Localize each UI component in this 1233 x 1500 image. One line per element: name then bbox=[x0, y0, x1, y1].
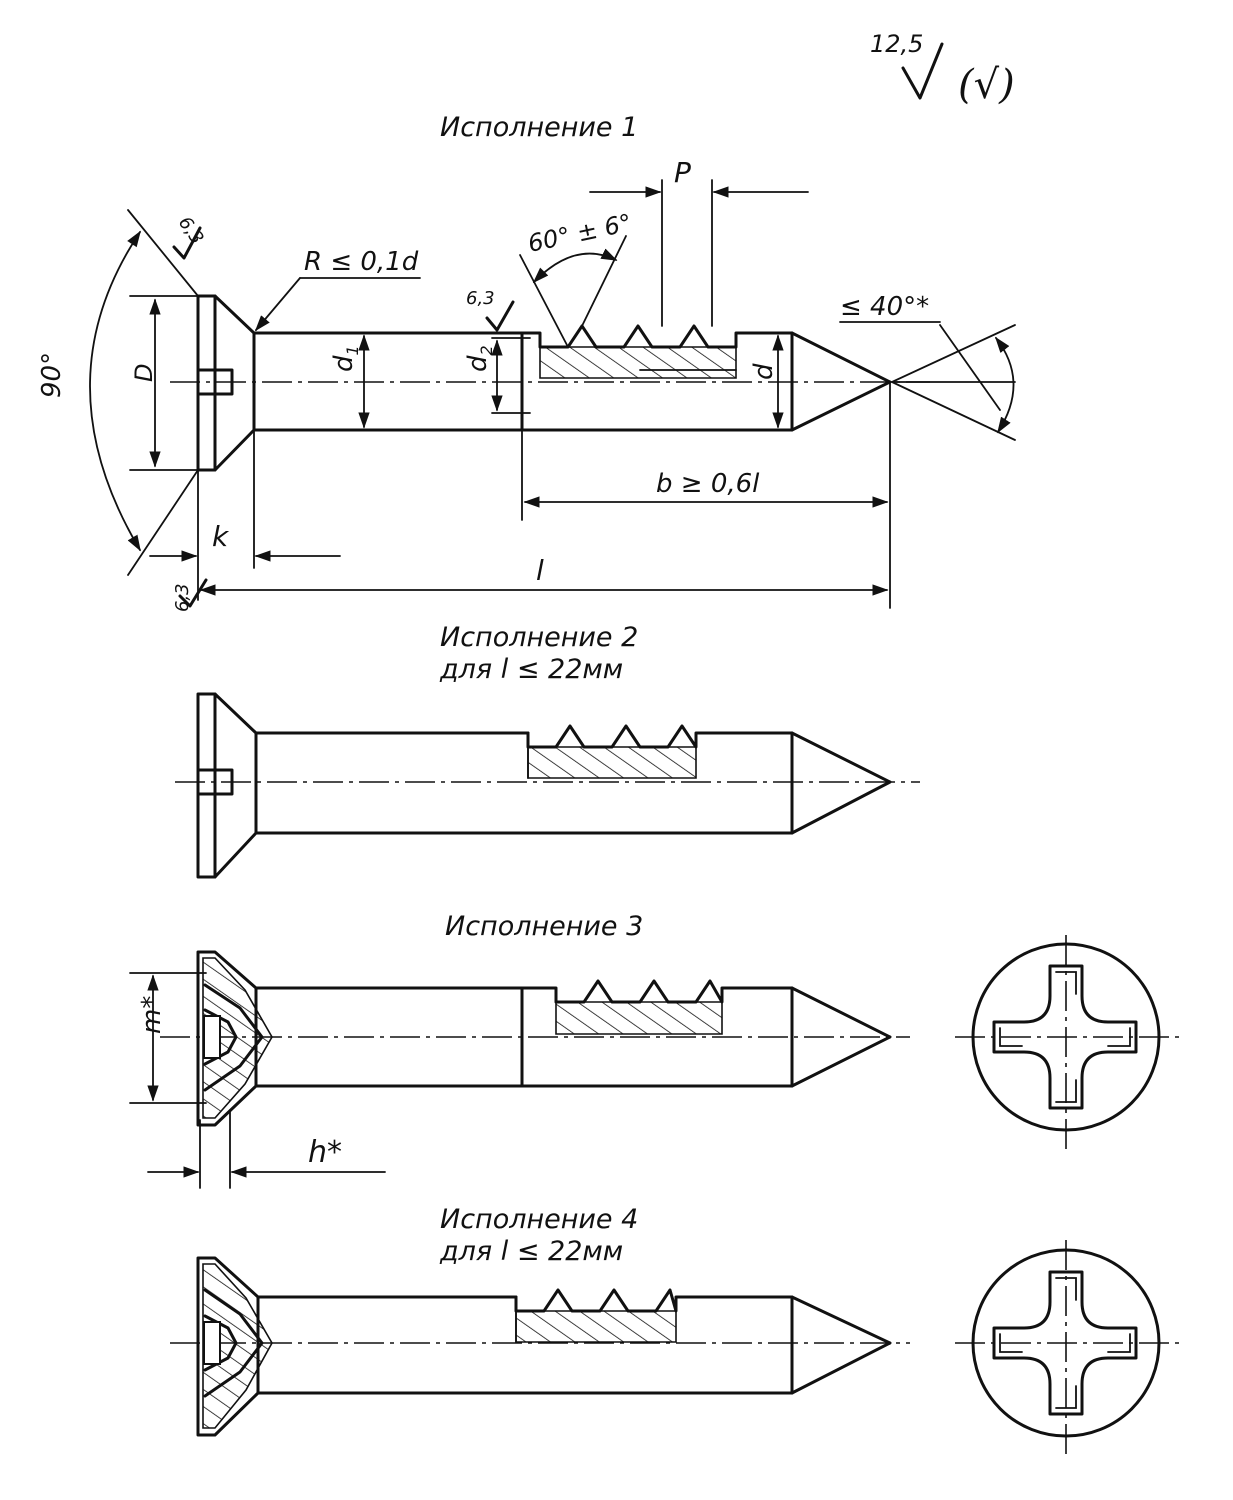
roughness-bottom-value: 6,3 bbox=[172, 583, 193, 612]
roughness-value: 12,5 bbox=[870, 30, 923, 58]
head-angle-label: 90° bbox=[37, 352, 67, 398]
view-4-end-view bbox=[955, 1240, 1180, 1455]
phillips-recess-icon bbox=[992, 1270, 1138, 1416]
view-2: Исполнение 2 для l ≤ 22мм bbox=[175, 622, 920, 879]
view-1-head bbox=[196, 294, 256, 472]
roughness-thread-icon bbox=[485, 300, 515, 332]
dim-d2-label: d2 bbox=[463, 345, 496, 372]
view-3: Исполнение 3 m* h* bbox=[129, 911, 1180, 1189]
view-4-subtitle: для l ≤ 22мм bbox=[439, 1236, 623, 1267]
dim-d-label: d bbox=[749, 363, 779, 380]
dim-m-label: m* bbox=[137, 996, 167, 1034]
dim-l-label: l bbox=[536, 554, 544, 587]
roughness-cone-value: 6,3 bbox=[174, 213, 208, 249]
thread-angle-label: 60° ± 6° bbox=[525, 209, 634, 258]
general-roughness-symbol: 12,5 (√) bbox=[870, 30, 1015, 108]
view-4-title: Исполнение 4 bbox=[440, 1204, 638, 1235]
roughness-check-icon bbox=[901, 42, 944, 100]
view-3-title: Исполнение 3 bbox=[445, 911, 643, 942]
view-1: Исполнение 1 90° bbox=[37, 112, 1016, 612]
view-1-title: Исполнение 1 bbox=[440, 112, 638, 143]
dim-h-label: h* bbox=[308, 1135, 342, 1170]
view-2-subtitle: для l ≤ 22мм bbox=[439, 654, 623, 685]
roughness-bottom-icon bbox=[178, 578, 208, 608]
radius-label: R ≤ 0,1d bbox=[304, 247, 419, 277]
view-1-thread bbox=[520, 324, 794, 432]
roughness-cone-icon bbox=[172, 226, 202, 260]
dim-D-label: D bbox=[130, 364, 158, 382]
view-3-end-view bbox=[955, 935, 1180, 1150]
dim-k-label: k bbox=[212, 520, 230, 553]
phillips-recess-icon bbox=[992, 964, 1138, 1110]
view-2-title: Исполнение 2 bbox=[440, 622, 638, 653]
roughness-thread-value: 6,3 bbox=[466, 288, 495, 309]
pitch-label: P bbox=[674, 156, 691, 189]
roughness-paren-symbol: (√) bbox=[958, 62, 1015, 108]
tip-angle-label: ≤ 40°* bbox=[840, 292, 929, 322]
view-4: Исполнение 4 для l ≤ 22мм bbox=[170, 1204, 1180, 1455]
dim-d1-label: d1 bbox=[329, 345, 362, 372]
dim-b-label: b ≥ 0,6l bbox=[656, 469, 760, 499]
